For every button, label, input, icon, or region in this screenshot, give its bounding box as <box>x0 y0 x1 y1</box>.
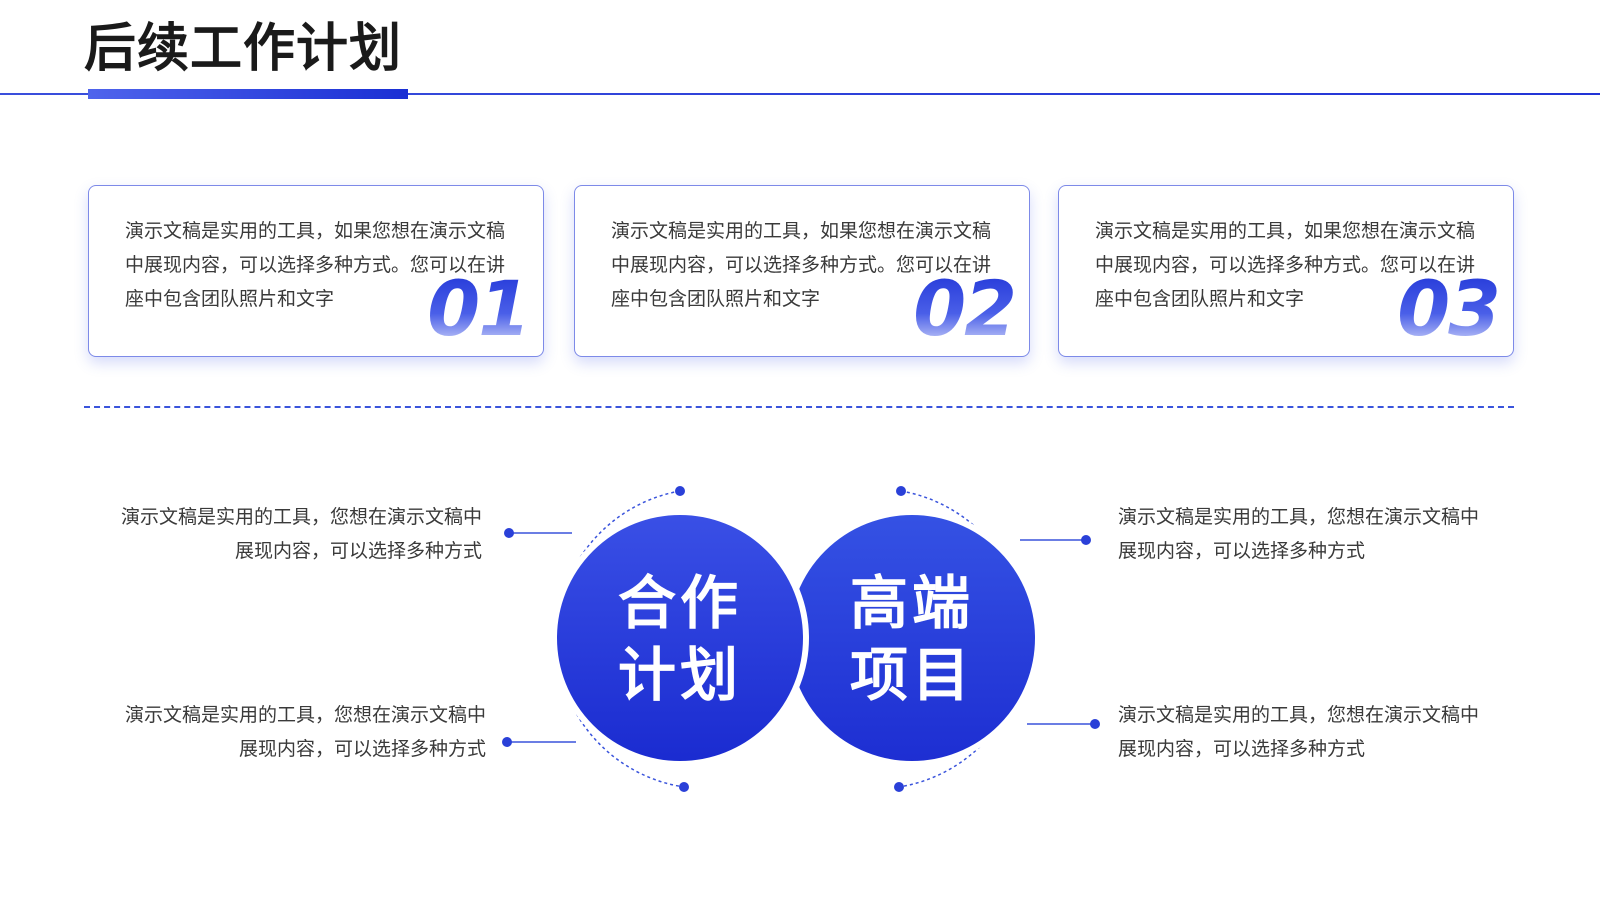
card-text: 演示文稿是实用的工具，如果您想在演示文稿中展现内容，可以选择多种方式。您可以在讲… <box>1095 220 1476 310</box>
title-accent-bar <box>88 89 408 99</box>
note-line: 展现内容，可以选择多种方式 <box>238 738 486 760</box>
card-text: 演示文稿是实用的工具，如果您想在演示文稿中展现内容，可以选择多种方式。您可以在讲… <box>125 220 506 310</box>
connector-dot <box>1081 535 1091 545</box>
page-title: 后续工作计划 <box>84 19 403 79</box>
orbit-dot <box>894 782 904 792</box>
plan-card-1: 演示文稿是实用的工具，如果您想在演示文稿中展现内容，可以选择多种方式。您可以在讲… <box>88 185 544 357</box>
connector-dot <box>502 737 512 747</box>
note-top-right: 演示文稿是实用的工具，您想在演示文稿中 展现内容，可以选择多种方式 <box>1118 500 1479 568</box>
right-circle-line2: 项目 <box>849 641 974 709</box>
orbit-dot <box>896 486 906 496</box>
note-line: 展现内容，可以选择多种方式 <box>1118 540 1366 562</box>
title-divider <box>0 93 1600 95</box>
note-bottom-left: 演示文稿是实用的工具，您想在演示文稿中 展现内容，可以选择多种方式 <box>125 698 486 766</box>
orbit-dot <box>679 782 689 792</box>
right-circle-label: 高端 项目 <box>837 567 987 711</box>
card-text: 演示文稿是实用的工具，如果您想在演示文稿中展现内容，可以选择多种方式。您可以在讲… <box>611 220 992 310</box>
note-line: 演示文稿是实用的工具，您想在演示文稿中 <box>1118 704 1480 726</box>
connector-dot <box>504 528 514 538</box>
orbit-dot <box>675 486 685 496</box>
card-number: 02 <box>913 264 1017 353</box>
plan-card-2: 演示文稿是实用的工具，如果您想在演示文稿中展现内容，可以选择多种方式。您可以在讲… <box>574 185 1030 357</box>
note-line: 展现内容，可以选择多种方式 <box>234 540 482 562</box>
left-circle <box>551 509 809 767</box>
note-top-left: 演示文稿是实用的工具，您想在演示文稿中 展现内容，可以选择多种方式 <box>121 500 482 568</box>
connector-dot <box>1090 719 1100 729</box>
section-divider <box>84 406 1514 408</box>
left-circle-line2: 计划 <box>617 641 742 709</box>
card-number: 01 <box>427 264 531 353</box>
note-line: 演示文稿是实用的工具，您想在演示文稿中 <box>120 506 482 528</box>
right-circle-line1: 高端 <box>849 569 974 637</box>
plan-card-3: 演示文稿是实用的工具，如果您想在演示文稿中展现内容，可以选择多种方式。您可以在讲… <box>1058 185 1514 357</box>
note-line: 演示文稿是实用的工具，您想在演示文稿中 <box>124 704 486 726</box>
left-circle-line1: 合作 <box>617 569 742 637</box>
card-number: 03 <box>1397 264 1501 353</box>
note-line: 演示文稿是实用的工具，您想在演示文稿中 <box>1118 506 1480 528</box>
note-bottom-right: 演示文稿是实用的工具，您想在演示文稿中 展现内容，可以选择多种方式 <box>1118 698 1479 766</box>
note-line: 展现内容，可以选择多种方式 <box>1118 738 1366 760</box>
left-circle-label: 合作 计划 <box>605 567 755 711</box>
